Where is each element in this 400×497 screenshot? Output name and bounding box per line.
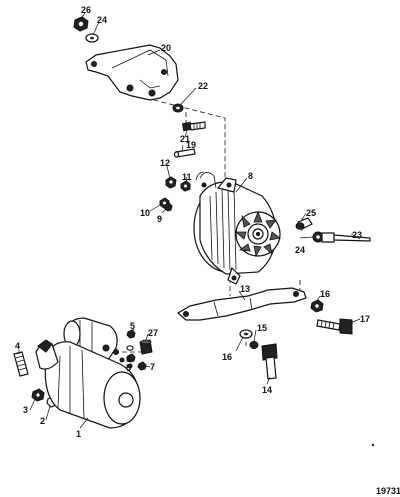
- callout-19: 19: [186, 140, 196, 150]
- callout-24-top: 24: [97, 15, 107, 25]
- callout-16-right: 16: [320, 289, 330, 299]
- callout-16-left: 16: [222, 352, 232, 362]
- adjusting-bracket-13: [176, 287, 307, 321]
- bolt-21: [181, 121, 206, 132]
- mounting-bracket-20: [85, 44, 179, 101]
- pin-19: [173, 148, 196, 158]
- callout-5-upper: 5: [130, 321, 135, 331]
- washer-15: [249, 341, 259, 349]
- nut-7: [137, 361, 147, 371]
- callout-23: 23: [352, 230, 362, 240]
- figure-number: 19731: [376, 486, 400, 496]
- callout-14: 14: [262, 385, 272, 395]
- nut-3: [31, 388, 45, 402]
- bolt-17: [316, 318, 353, 335]
- callout-2: 2: [40, 416, 45, 426]
- bolt-14: [261, 343, 278, 380]
- boot-27: [139, 339, 153, 355]
- callout-15: 15: [257, 323, 267, 333]
- callout-26: 26: [81, 5, 91, 15]
- washer-22: [172, 103, 184, 113]
- callout-7: 7: [150, 362, 155, 372]
- callout-6: 6: [126, 354, 131, 364]
- stud-4: [13, 351, 29, 377]
- callout-25: 25: [306, 208, 316, 218]
- callout-12: 12: [160, 158, 170, 168]
- callout-3: 3: [23, 405, 28, 415]
- nut-12: [165, 176, 177, 189]
- fan-blades: [234, 210, 281, 258]
- callout-22: 22: [198, 81, 208, 91]
- callout-13: 13: [240, 284, 250, 294]
- callout-21: 21: [180, 134, 190, 144]
- washer-16-left: [239, 329, 253, 339]
- callout-1: 1: [76, 429, 81, 439]
- callout-10: 10: [140, 208, 150, 218]
- callout-labels: 26 24 20 22 21 19 12 11 10 9 8 25 24 23 …: [15, 5, 370, 439]
- nut-26: [73, 16, 89, 32]
- callout-5-lower: 5: [126, 363, 131, 373]
- starter-motor-1: [35, 317, 141, 429]
- washer-24-mid: [312, 231, 324, 243]
- nut-16-right: [310, 299, 324, 313]
- callout-11: 11: [182, 172, 192, 182]
- callout-4: 4: [15, 341, 20, 351]
- callout-27: 27: [148, 328, 158, 338]
- long-bolt-23: [321, 232, 371, 243]
- stray-mark: [371, 443, 375, 447]
- nut-5-lower: [126, 353, 136, 363]
- washer-24-top: [85, 33, 99, 43]
- spacer-25: [295, 217, 313, 230]
- nut-9: [164, 202, 173, 212]
- callout-9: 9: [157, 214, 162, 224]
- alternator-8: [193, 171, 281, 285]
- callout-24-mid: 24: [295, 245, 305, 255]
- callout-8: 8: [248, 171, 253, 181]
- washer-6: [126, 345, 134, 351]
- leader-lines: [18, 12, 361, 429]
- callout-20: 20: [161, 43, 171, 53]
- callout-17: 17: [360, 314, 370, 324]
- nut-11: [180, 180, 191, 192]
- nut-5-upper: [126, 329, 136, 339]
